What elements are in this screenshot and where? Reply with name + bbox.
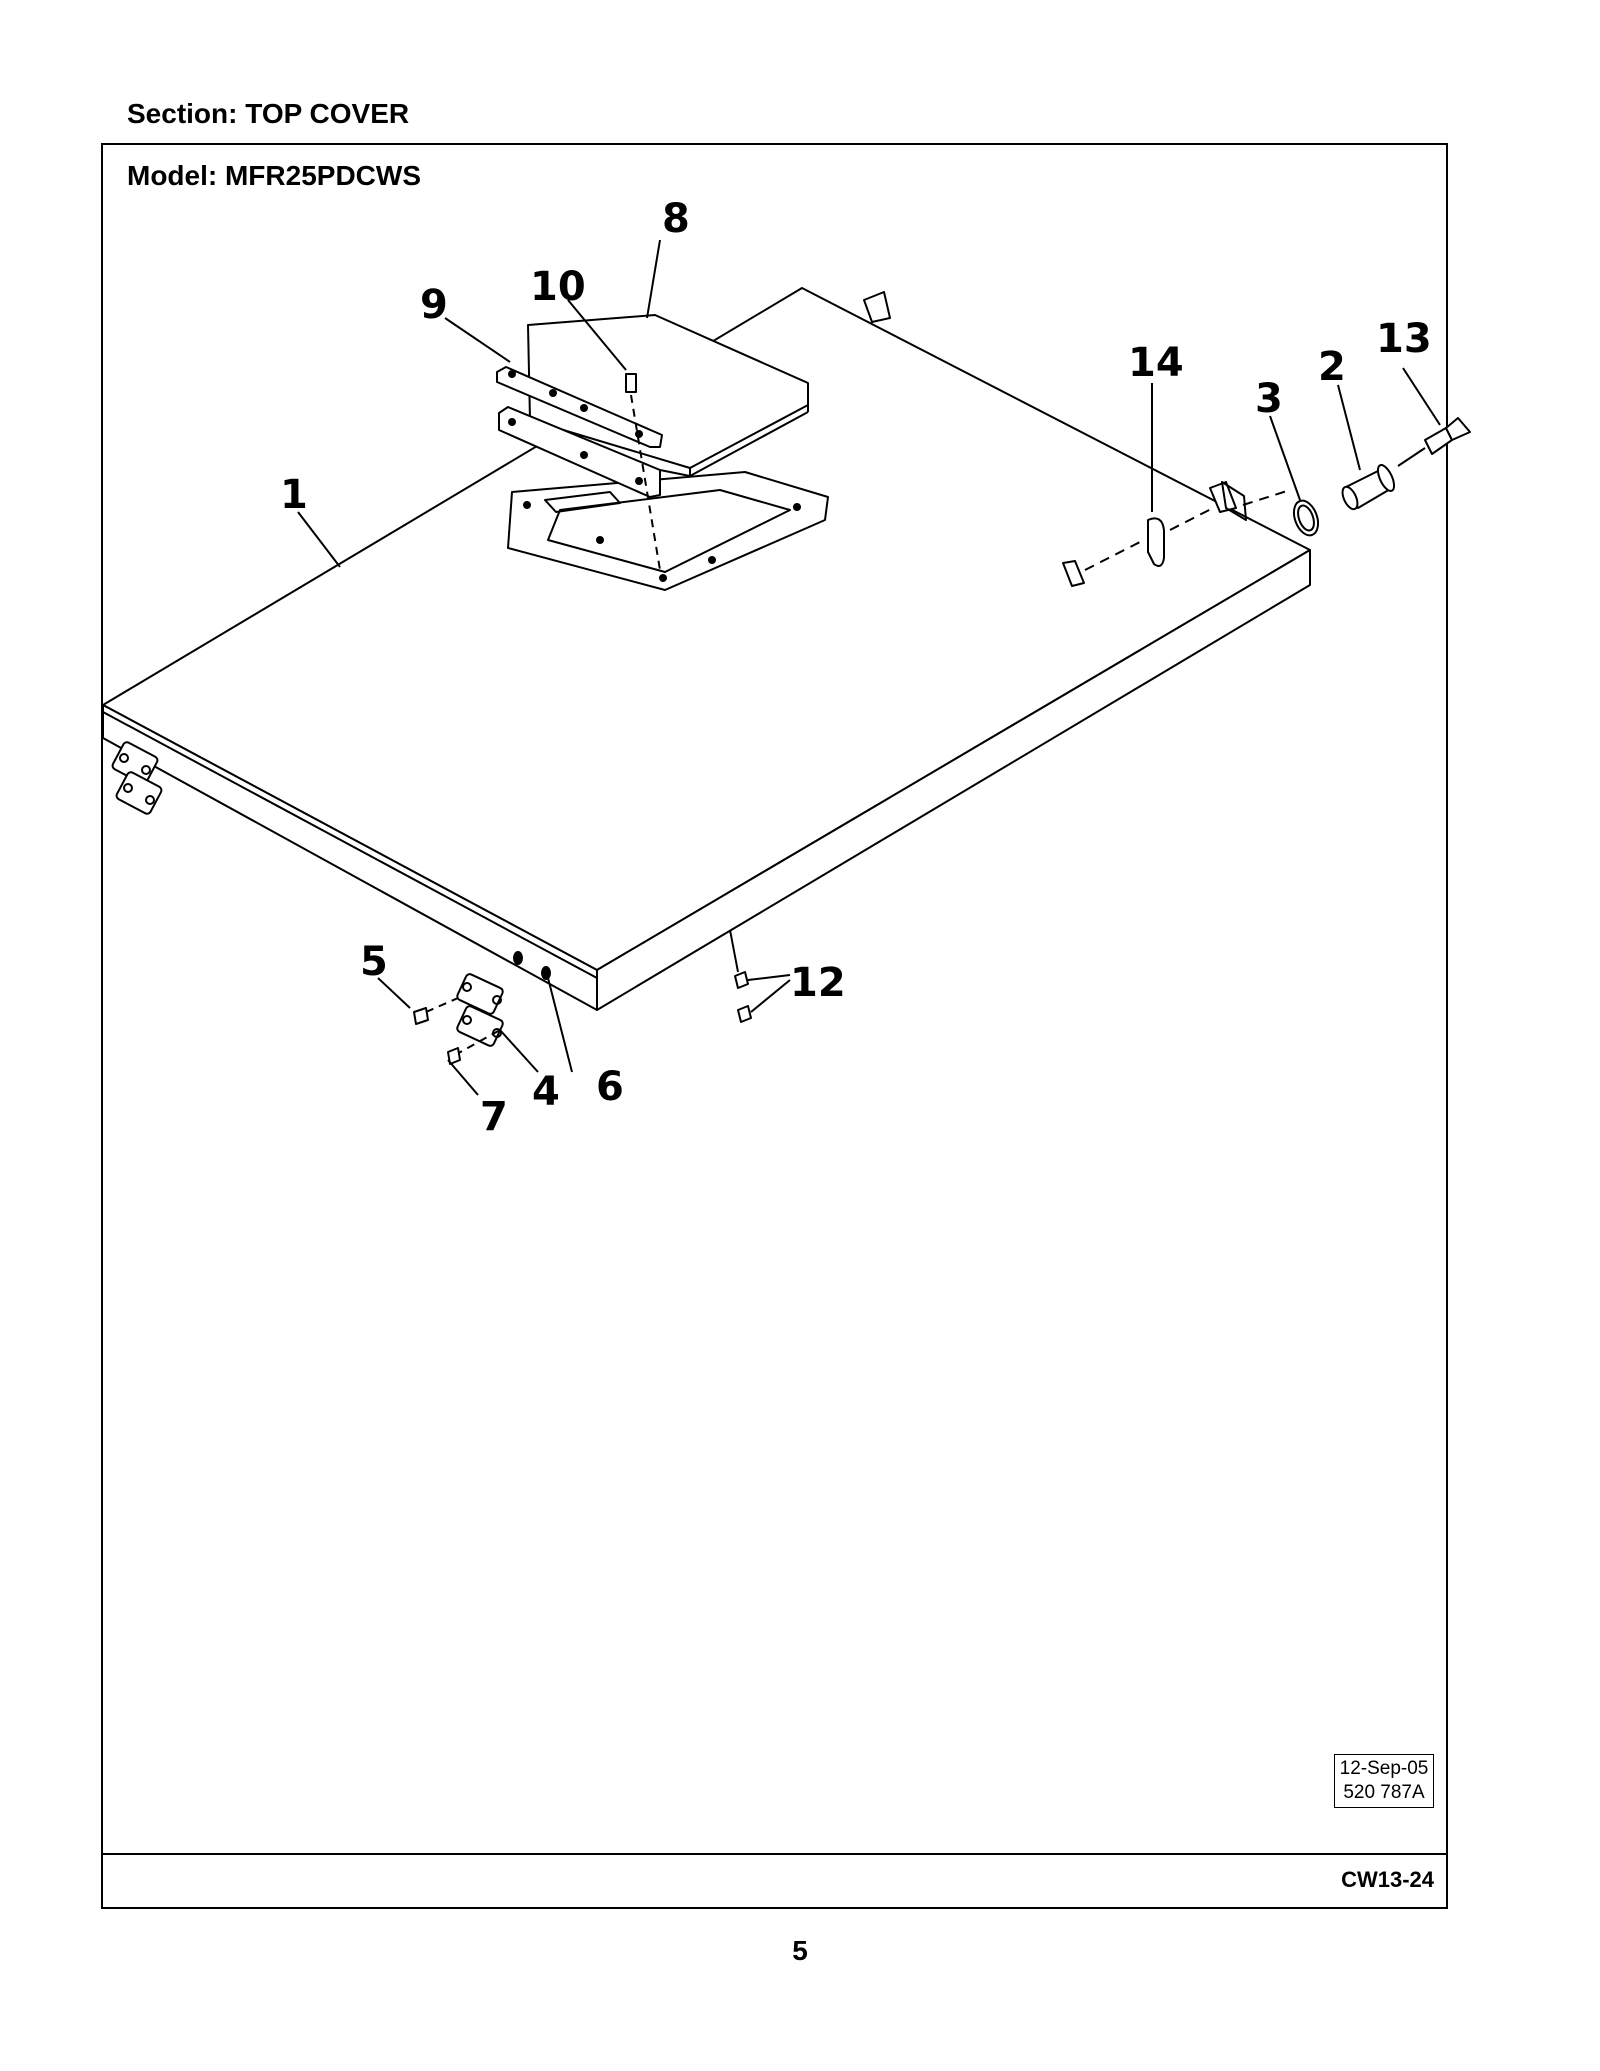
front-hinge (413, 951, 551, 1065)
stamp-date: 12-Sep-05 (1339, 1758, 1429, 1779)
rear-tab (863, 291, 891, 323)
latch-assembly (1062, 481, 1291, 587)
callout-10: 10 (530, 264, 586, 310)
callout-3: 3 (1255, 376, 1283, 422)
drawing-stamp: 12-Sep-05 520 787A (1334, 1754, 1434, 1808)
footer-divider (101, 1853, 1448, 1855)
nuts-12 (734, 971, 752, 1023)
callout-14: 14 (1128, 340, 1184, 386)
callout-6: 6 (596, 1064, 624, 1110)
callout-8: 8 (662, 196, 690, 242)
left-hinge (111, 741, 163, 815)
callout-4: 4 (532, 1069, 560, 1115)
drawing-frame (101, 143, 1448, 1909)
key (1397, 417, 1471, 467)
section-title: Section: TOP COVER (127, 98, 410, 129)
callout-5: 5 (360, 939, 388, 985)
mounting-frame (507, 471, 829, 591)
callout-13: 13 (1376, 316, 1432, 362)
footer-code: CW13-24 (1341, 1867, 1434, 1892)
stamp-drawing-number: 520 787A (1343, 1782, 1425, 1803)
lock-cylinder (1341, 464, 1396, 511)
callout-numbers: 1 2 3 4 5 6 7 8 9 10 12 13 14 (280, 196, 1432, 1140)
callout-1: 1 (280, 472, 308, 518)
leader-lines (297, 239, 1441, 1096)
screw-10 (625, 373, 661, 571)
model-title: Model: MFR25PDCWS (127, 160, 421, 191)
callout-12: 12 (790, 960, 846, 1006)
callout-7: 7 (480, 1094, 508, 1140)
top-cover-panel (102, 287, 1311, 1011)
callout-9: 9 (420, 282, 448, 328)
o-ring (1292, 499, 1320, 537)
door-hinge-bars (496, 366, 663, 498)
callout-2: 2 (1318, 344, 1346, 390)
page-number: 5 (792, 1935, 808, 1966)
